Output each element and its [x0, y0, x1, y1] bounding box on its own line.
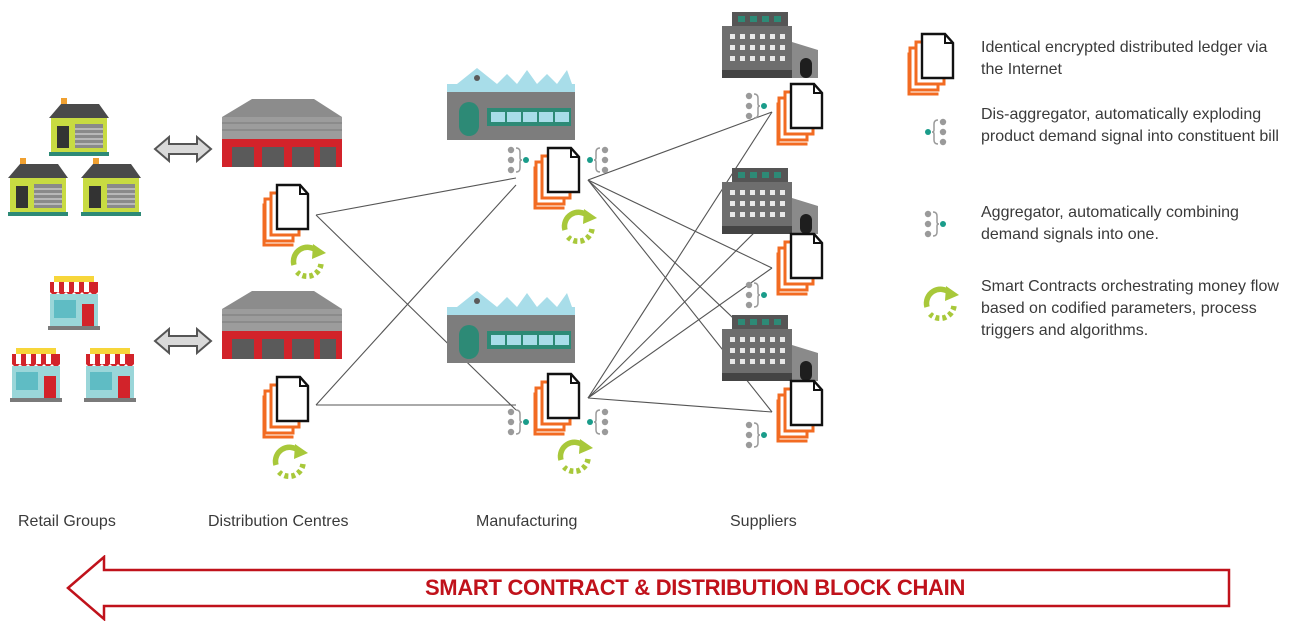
supplier-building-icon	[722, 168, 818, 234]
factory-icon	[447, 291, 575, 363]
legend-dis-aggregator-text: Dis-aggregator, automatically exploding …	[981, 106, 1279, 145]
retail-houses-group	[7, 97, 142, 217]
blockchain-direction-arrow	[66, 555, 1231, 621]
stage-label-retail: Retail Groups	[18, 513, 116, 530]
smart-contract-cycle-icon	[564, 209, 597, 241]
legend-ledger-text: Identical encrypted distributed ledger v…	[981, 39, 1268, 78]
house-icon	[7, 157, 69, 217]
warehouse-icon	[221, 290, 343, 360]
smart-contract-cycle-icon	[293, 244, 326, 276]
aggregator-icon	[507, 146, 530, 174]
smart-contract-cycle-icon	[275, 444, 308, 476]
legend-ledger-stack-icon	[905, 32, 955, 98]
supplier-building-icon	[722, 12, 818, 78]
double-arrow-icon	[154, 136, 212, 162]
legend-aggregator-icon	[924, 210, 947, 238]
double-arrow-icon	[154, 328, 212, 354]
connection-lines	[315, 111, 773, 413]
ledger-stack-icon	[774, 379, 824, 445]
stage-label-distribution: Distribution Centres	[208, 513, 349, 530]
store-icon	[10, 348, 62, 402]
aggregator-icon	[745, 421, 768, 449]
retail-stores-group	[10, 276, 136, 402]
ledger-stack-icon	[260, 375, 310, 441]
ledger-stack-icon	[260, 183, 310, 249]
stage-label-suppliers: Suppliers	[730, 513, 797, 530]
dis-aggregator-icon	[586, 146, 609, 174]
smart-contract-cycle-icon	[560, 439, 593, 471]
ledger-stack-icon	[774, 232, 824, 298]
supply-chain-diagram	[7, 12, 1303, 560]
house-icon	[48, 97, 110, 157]
legend-dis-aggregator-icon	[924, 118, 947, 146]
factory-icon	[447, 68, 575, 140]
store-icon	[48, 276, 100, 330]
aggregator-icon	[507, 408, 530, 436]
aggregator-icon	[745, 281, 768, 309]
stage-label-manufacturing: Manufacturing	[476, 513, 578, 530]
supplier-building-icon	[722, 315, 818, 381]
ledger-stack-icon	[774, 82, 824, 148]
legend-smart-contract-text: Smart Contracts orchestrating money flow…	[981, 278, 1279, 339]
dis-aggregator-icon	[586, 408, 609, 436]
warehouse-icon	[221, 98, 343, 168]
ledger-stack-icon	[531, 146, 581, 212]
blockchain-banner-label: SMART CONTRACT & DISTRIBUTION BLOCK CHAI…	[424, 575, 966, 600]
legend-aggregator-text: Aggregator, automatically combining dema…	[981, 204, 1239, 243]
store-icon	[84, 348, 136, 402]
house-icon	[80, 157, 142, 217]
ledger-stack-icon	[531, 372, 581, 438]
legend-smart-contract-cycle-icon	[926, 286, 959, 318]
